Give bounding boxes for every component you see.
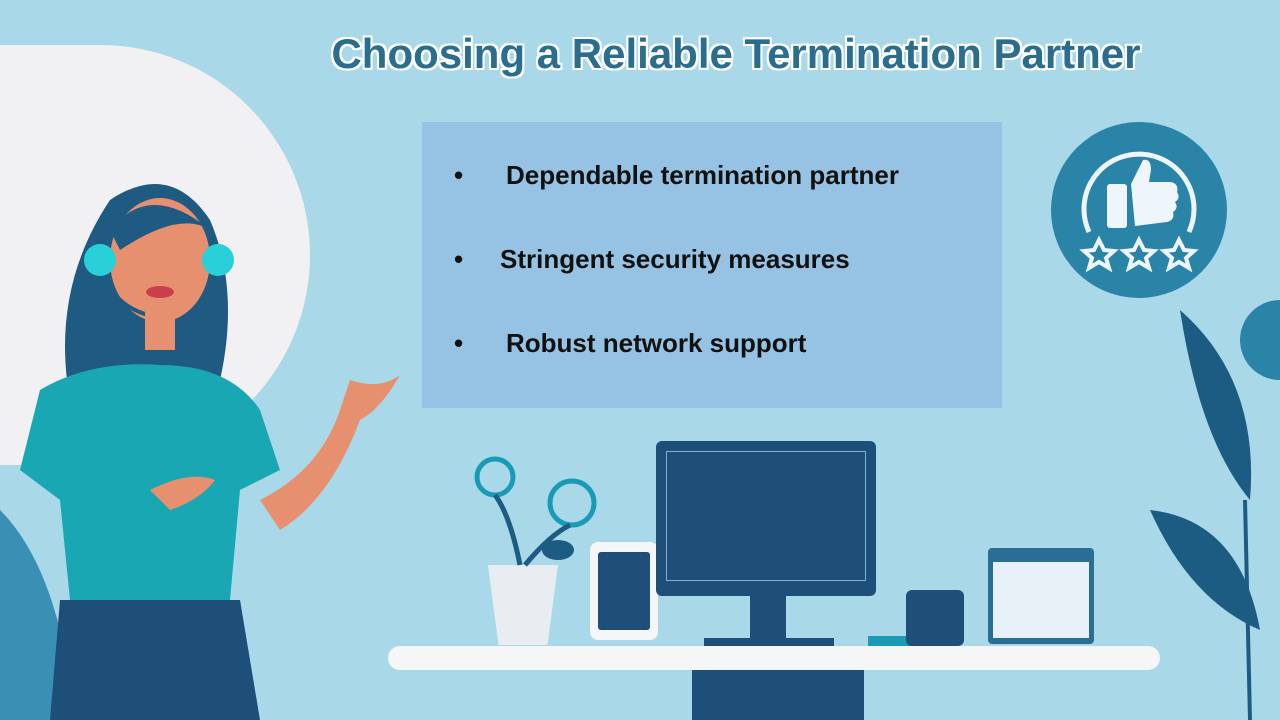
monitor-stand [750, 596, 786, 640]
bullet-item: •Robust network support [454, 328, 807, 358]
desk [388, 646, 1160, 670]
laptop-screen [988, 548, 1094, 644]
bullet-label: Stringent security measures [500, 244, 850, 274]
bullet-label: Robust network support [506, 328, 807, 358]
bullet-label: Dependable termination partner [506, 160, 899, 190]
plant-illustration [1150, 300, 1280, 720]
support-agent-illustration [0, 184, 400, 720]
desk-drawer [692, 670, 864, 720]
monitor-base [704, 638, 834, 646]
keyboard [868, 636, 932, 646]
bullet-item: •Dependable termination partner [454, 160, 899, 190]
bullet-item: •Stringent security measures [454, 244, 850, 274]
plant-pot [488, 565, 558, 645]
monitor [656, 441, 876, 596]
thumbs-up-three-stars-icon [1051, 122, 1227, 298]
desk-device [906, 590, 964, 646]
slide-title: Choosing a Reliable Termination Partner [331, 30, 1141, 77]
tablet [590, 542, 658, 640]
bullet-box: •Dependable termination partner •Stringe… [422, 122, 1002, 408]
plant-illustration [474, 456, 597, 567]
